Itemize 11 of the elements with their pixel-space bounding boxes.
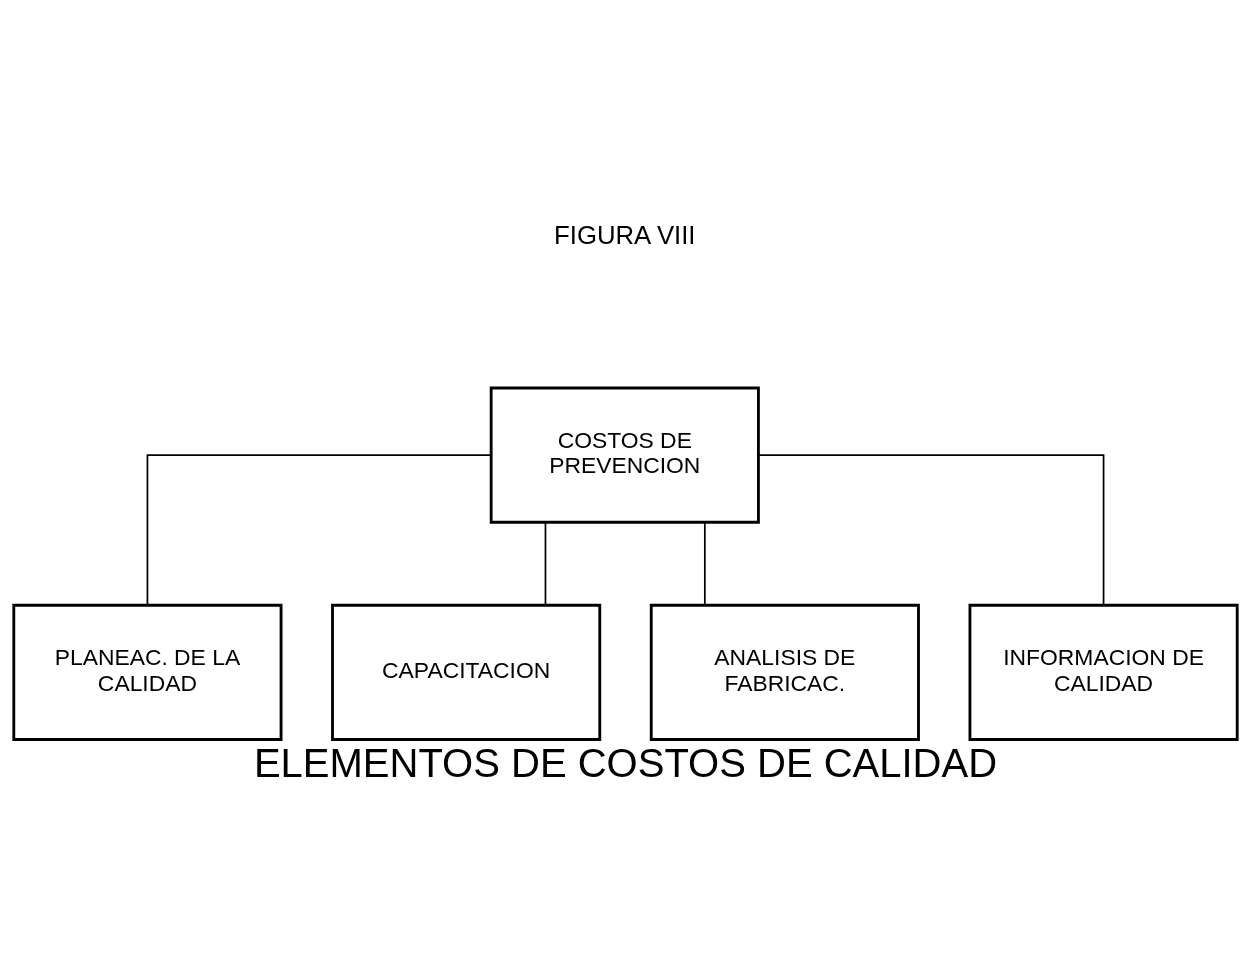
node-box: CAPACITACION: [331, 603, 602, 741]
connector: [146, 454, 492, 606]
node-box: ANALISIS DE FABRICAC.: [649, 603, 920, 741]
node-box: COSTOS DE PREVENCION: [489, 386, 760, 524]
connector: [757, 454, 1105, 606]
label: FIGURA VIII: [554, 221, 696, 250]
node-box: PLANEAC. DE LA CALIDAD: [12, 603, 283, 741]
node-box: INFORMACION DE CALIDAD: [968, 603, 1239, 741]
diagram-title: ELEMENTOS DE COSTOS DE CALIDAD: [253, 741, 998, 786]
connector: [544, 521, 547, 606]
connector: [703, 521, 706, 606]
